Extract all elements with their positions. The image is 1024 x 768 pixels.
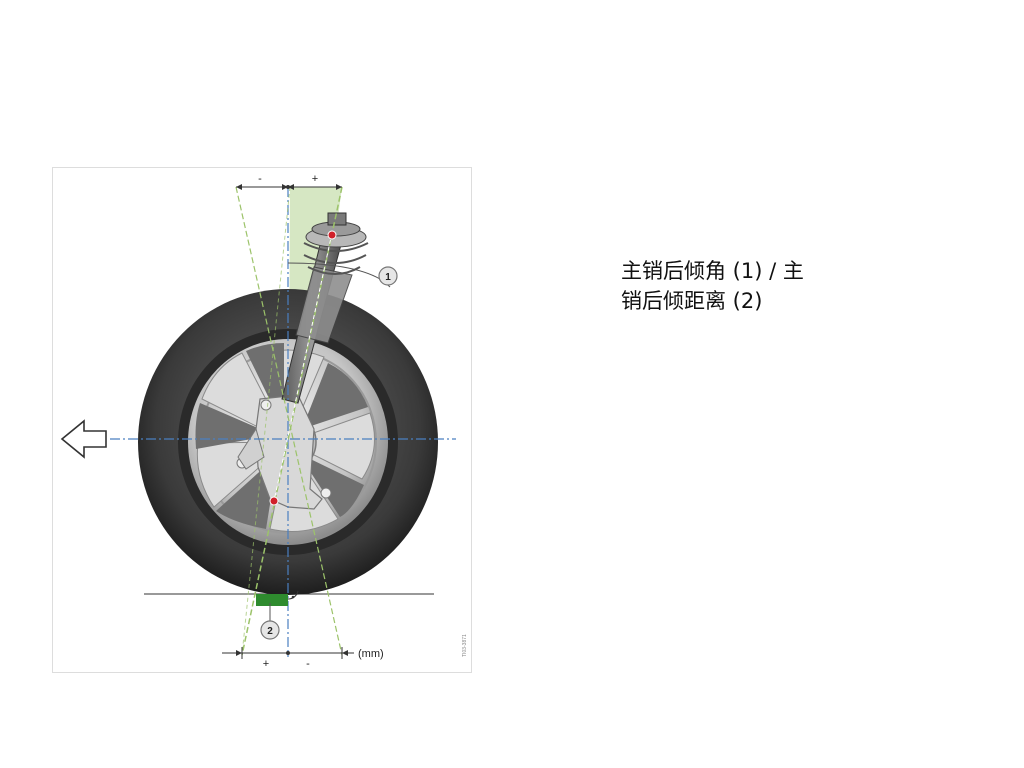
top-dim-plus: + bbox=[312, 173, 318, 185]
direction-arrow-icon bbox=[60, 419, 107, 459]
figure-reference: TI03-3871 bbox=[462, 634, 468, 657]
caster-diagram: - + + - (mm) 1 2 bbox=[52, 167, 472, 673]
slide-caption: 主销后倾角 (1) / 主 销后倾距离 (2) bbox=[621, 256, 861, 316]
suspension-strut bbox=[281, 212, 369, 404]
bottom-dim-minus: - bbox=[306, 658, 310, 670]
upper-pivot-point bbox=[327, 230, 337, 240]
unit-label: (mm) bbox=[358, 648, 384, 660]
bottom-dim-plus: + bbox=[263, 658, 269, 670]
caption-line-2: 销后倾距离 (2) bbox=[621, 289, 763, 313]
callout-1-label: 1 bbox=[385, 272, 391, 283]
top-dim-minus: - bbox=[258, 173, 262, 185]
lower-pivot-point bbox=[269, 496, 279, 506]
callout-1: 1 bbox=[287, 262, 398, 288]
caster-trail-block bbox=[256, 594, 288, 606]
bottom-dimension: + - (mm) bbox=[222, 647, 384, 670]
caption-line-1: 主销后倾角 (1) / 主 bbox=[621, 259, 804, 283]
steering-axis-line bbox=[241, 186, 343, 656]
axis-line-negative bbox=[235, 186, 343, 656]
callout-2-label: 2 bbox=[267, 626, 273, 637]
top-dimension: - + bbox=[236, 173, 342, 190]
callout-2: 2 bbox=[260, 603, 280, 640]
